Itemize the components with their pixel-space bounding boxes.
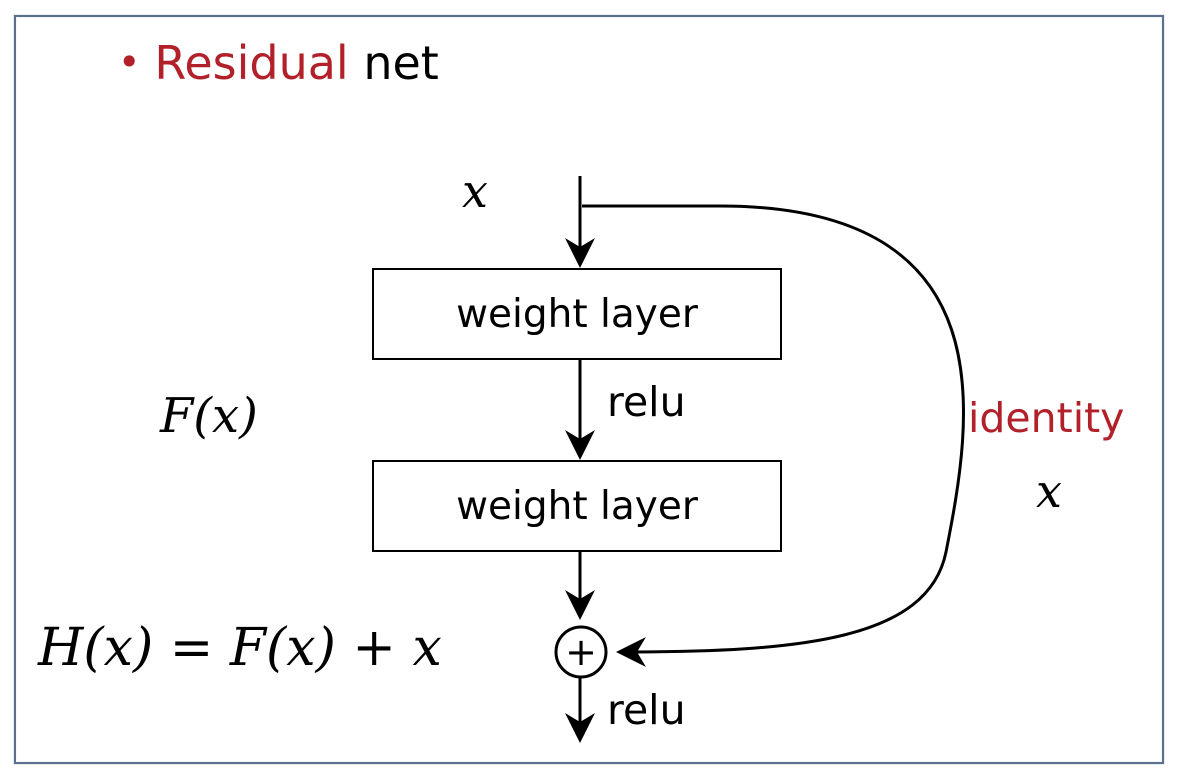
weight-layer-box-top: weight layer: [372, 268, 782, 360]
title-bullet: •: [118, 40, 141, 84]
output-equation: H(x) = F(x) + x: [38, 618, 442, 678]
relu-middle-label: relu: [607, 378, 686, 426]
title-accent-word: Residual: [154, 36, 349, 90]
relu-output-label: relu: [607, 686, 686, 734]
sum-node: [554, 625, 608, 679]
slide-title: • Residual net: [118, 32, 439, 93]
weight-layer-box-bottom: weight layer: [372, 460, 782, 552]
identity-label: identity: [968, 394, 1125, 442]
identity-shortcut-arrow: [582, 204, 966, 667]
identity-value-label: x: [1036, 464, 1062, 518]
input-label: x: [462, 164, 488, 218]
weight-layer-bottom-label: weight layer: [456, 483, 698, 529]
sum-symbol: +: [565, 630, 597, 674]
title-rest-word: net: [363, 36, 439, 90]
weight-layer-top-label: weight layer: [456, 291, 698, 337]
residual-function-label: F(x): [160, 388, 258, 444]
